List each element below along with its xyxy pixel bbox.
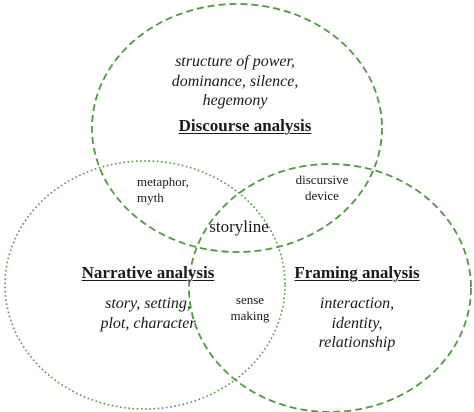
overlap-line: device xyxy=(305,188,339,204)
framing-concept-line: identity, xyxy=(331,314,383,332)
discourse-concept-line: structure of power, xyxy=(175,53,295,70)
framing-concept-line: relationship xyxy=(318,334,396,352)
discourse-concept-line: hegemony xyxy=(202,92,268,110)
overlap-line: metaphor, xyxy=(137,174,189,189)
discourse-circle xyxy=(91,3,383,253)
narrative-circle xyxy=(4,160,286,410)
narrative-concept-line: plot, character xyxy=(100,314,196,332)
overlap-discourse-narrative: metaphor, myth xyxy=(137,174,189,207)
storyline-center: storyline xyxy=(209,217,269,236)
framing-concepts: interaction, identity, relationship xyxy=(287,294,427,353)
discourse-concept-line: dominance, silence, xyxy=(171,72,299,90)
narrative-concept-line: story, setting, xyxy=(105,295,191,312)
narrative-concepts: story, setting, plot, character xyxy=(78,294,218,333)
overlap-line: sense xyxy=(235,292,265,307)
framing-circle xyxy=(188,163,472,412)
overlap-discourse-framing: discursive device xyxy=(282,172,362,205)
overlap-line: myth xyxy=(137,190,164,206)
overlap-line: making xyxy=(230,308,270,324)
discourse-concepts: structure of power, dominance, silence, … xyxy=(160,52,310,111)
narrative-analysis-title: Narrative analysis xyxy=(81,263,215,282)
framing-concept-line: interaction, xyxy=(319,295,395,312)
overlap-line: discursive xyxy=(295,172,349,187)
overlap-narrative-framing: sense making xyxy=(222,292,278,325)
discourse-analysis-title: Discourse analysis xyxy=(178,116,312,135)
framing-analysis-title: Framing analysis xyxy=(294,263,420,282)
